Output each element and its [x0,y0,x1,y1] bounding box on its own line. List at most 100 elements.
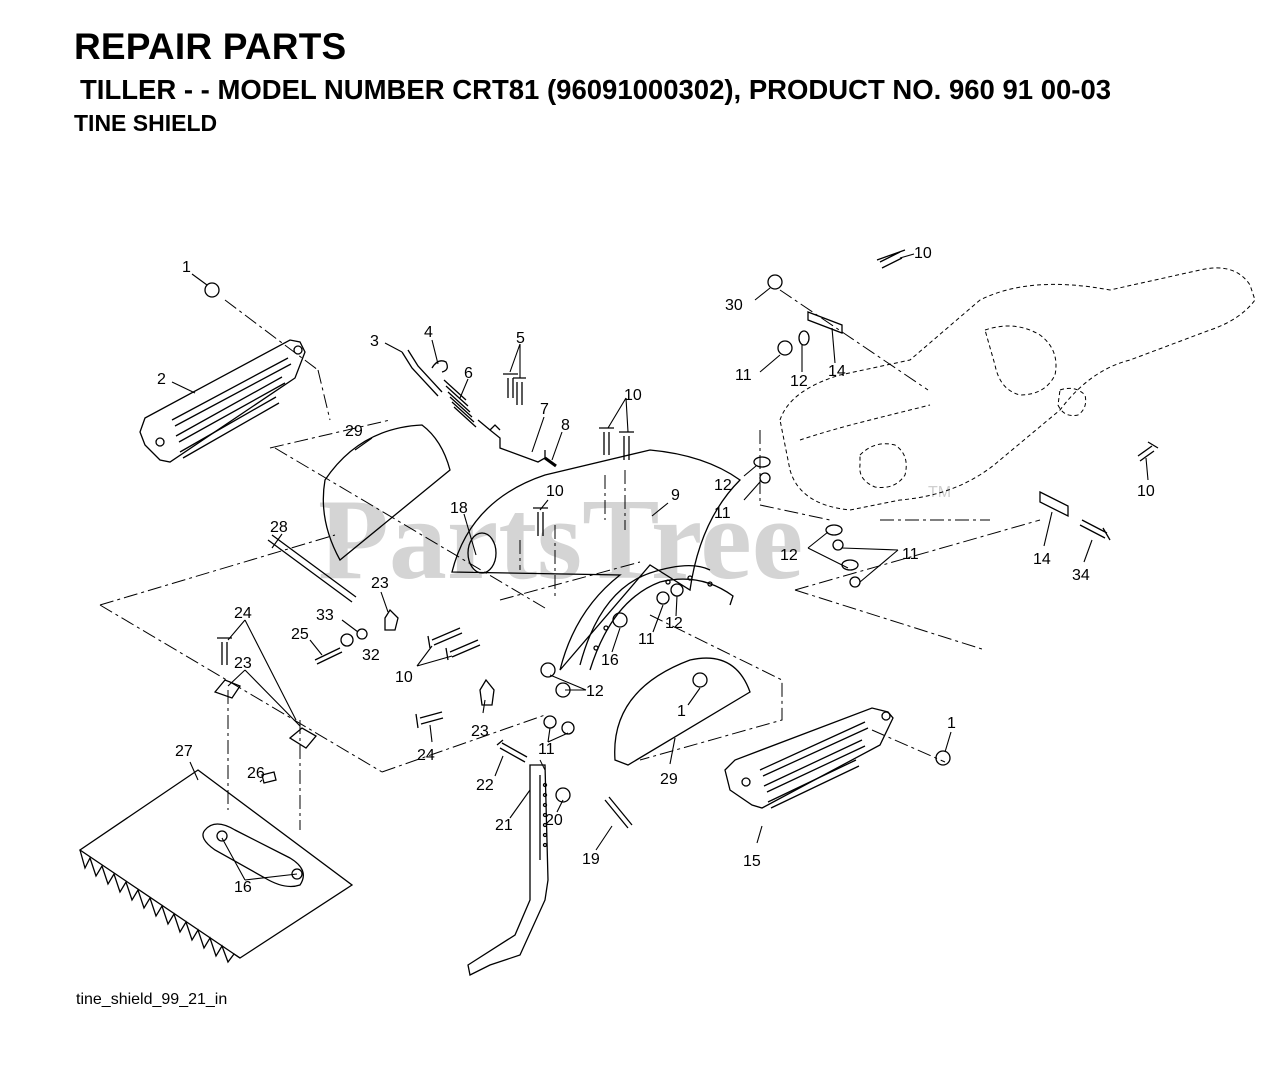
callout-14: 14 [828,363,846,380]
callout-18: 18 [450,500,468,517]
callout-11: 11 [538,741,555,758]
tiller-frame [779,267,1256,511]
bolt-10a [427,627,463,649]
bolt-22 [496,739,528,763]
callout-10: 10 [914,245,932,262]
spring [443,379,477,428]
callout-2: 2 [157,371,166,388]
nut-11f [832,539,844,551]
callout-23: 23 [471,723,489,740]
nut-11b [561,721,575,735]
callout-11: 11 [638,631,655,648]
callout-10: 10 [395,669,413,686]
callout-23: 23 [371,575,389,592]
page-title: REPAIR PARTS [74,26,347,67]
section-title: TINE SHIELD [74,110,218,136]
callout-21: 21 [495,817,513,834]
callout-10: 10 [546,483,564,500]
callout-10: 10 [1137,483,1155,500]
side-plate-upper [322,424,451,561]
callout-11: 11 [735,367,752,384]
callout-10: 10 [624,387,642,404]
callout-11: 11 [902,546,919,563]
callout-30: 30 [725,297,743,314]
leader-lines [171,253,1149,881]
callout-24: 24 [417,747,435,764]
callout-7: 7 [540,401,549,418]
bolt-10d [1137,441,1159,462]
callout-27: 27 [175,743,193,760]
callout-12: 12 [714,477,732,494]
grommet [467,532,497,574]
side-shield-right [724,707,894,809]
bolt-10c [876,249,906,269]
callout-14: 14 [1033,551,1051,568]
clamp-23a [213,679,241,699]
callout-19: 19 [582,851,600,868]
side-shield-left [139,339,306,463]
nut-11c [656,591,670,605]
hinge-pin [401,349,443,397]
callout-8: 8 [561,417,570,434]
bracket-14b [1039,490,1069,518]
callout-25: 25 [291,626,309,643]
clip [431,360,448,373]
bolts-top [503,373,634,536]
callout-6: 6 [464,365,473,382]
nut-11d [777,340,793,356]
callout-4: 4 [424,324,433,341]
bolt-24a [217,637,232,665]
callout-12: 12 [665,615,683,632]
washer-12g [841,559,859,571]
pin-25 [314,647,343,665]
callout-29: 29 [345,423,363,440]
callout-12: 12 [790,373,808,390]
nut-11g [849,576,861,588]
clamp-23c [479,678,495,706]
nut-1c [935,750,951,766]
callout-24: 24 [234,605,252,622]
callout-15: 15 [743,853,761,870]
watermark-text: PartsTree [318,476,803,604]
callout-1: 1 [677,703,686,720]
deflector [78,769,354,964]
clamp-23 [384,608,399,631]
drawing-id: tine_shield_99_21_in [76,991,228,1008]
callout-16: 16 [234,879,252,896]
nut-8 [544,456,557,468]
callout-28: 28 [270,519,288,536]
callout-11: 11 [714,505,731,522]
washer-12f [825,524,843,536]
washer-33 [356,628,368,640]
callout-29: 29 [660,771,678,788]
bracket-14a [807,311,843,334]
nut-1b [692,672,708,688]
callout-3: 3 [370,333,379,350]
callout-16: 16 [601,652,619,669]
nut-11a [543,715,557,729]
tine-shield [451,449,742,671]
nut-1a [204,282,220,298]
bracket [477,419,546,463]
model-subtitle: TILLER - - MODEL NUMBER CRT81 (960910003… [80,74,1112,105]
depth-bar [467,764,549,976]
callout-5: 5 [516,330,525,347]
nut-30 [767,274,783,290]
callout-33: 33 [316,607,334,624]
bolt-34 [1079,519,1111,541]
assembly-lines [99,289,1041,830]
nut-20 [555,787,571,803]
side-plate-lower [614,657,751,766]
callout-26: 26 [247,765,265,782]
nut-11e [759,472,771,484]
nut-32 [340,633,354,647]
callout-34: 34 [1072,567,1090,584]
clamp-23b [288,727,317,749]
washer-12e [753,456,771,468]
callout-23: 23 [234,655,252,672]
callout-1: 1 [947,715,956,732]
pin-19 [604,796,633,829]
callout-20: 20 [545,812,563,829]
